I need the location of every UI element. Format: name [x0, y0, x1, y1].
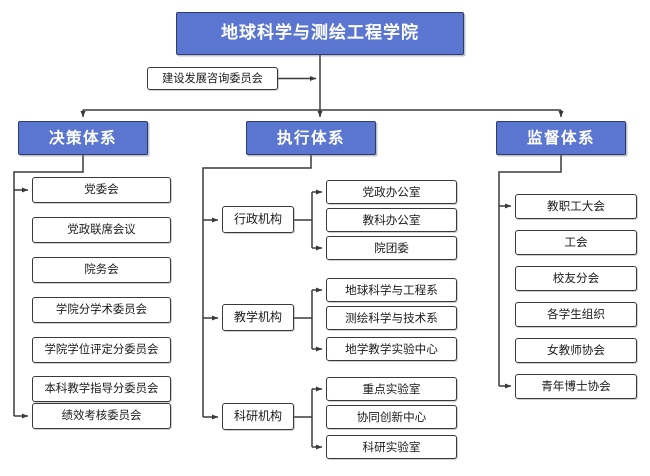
advisory-committee-label: 建设发展咨询委员会 [162, 71, 263, 85]
supervision-item-1[interactable]: 工会 [515, 230, 637, 255]
administrative-item-2-label: 院团委 [374, 240, 409, 255]
execution-group-research[interactable]: 科研机构 [222, 403, 294, 430]
teaching-item-0[interactable]: 地球科学与工程系 [326, 278, 457, 302]
execution-group-teaching-label: 教学机构 [233, 310, 282, 325]
section-header-execution-label: 执行体系 [276, 128, 345, 147]
section-header-supervision[interactable]: 监督体系 [496, 121, 626, 155]
decision-item-6-label: 绩效考核委员会 [61, 408, 142, 423]
decision-item-5-label: 本科教学指导分委员会 [44, 381, 159, 396]
supervision-item-3-label: 各学生组织 [547, 307, 605, 322]
execution-group-administrative-label: 行政机构 [233, 212, 282, 227]
supervision-item-3[interactable]: 各学生组织 [515, 302, 637, 327]
research-item-0-label: 重点实验室 [362, 381, 421, 396]
section-header-decision-label: 决策体系 [48, 128, 117, 147]
supervision-item-0-label: 教职工大会 [547, 199, 605, 214]
teaching-item-2[interactable]: 地学教学实验中心 [326, 337, 457, 361]
decision-item-0[interactable]: 党委会 [32, 177, 171, 203]
research-item-2[interactable]: 科研实验室 [326, 435, 457, 459]
supervision-item-2[interactable]: 校友分会 [515, 266, 637, 291]
administrative-item-2[interactable]: 院团委 [326, 236, 457, 260]
research-item-1[interactable]: 协同创新中心 [326, 405, 457, 429]
teaching-item-1-label: 测绘科学与技术系 [345, 310, 438, 325]
administrative-item-1-label: 教科办公室 [362, 212, 421, 227]
execution-group-teaching[interactable]: 教学机构 [222, 304, 294, 331]
decision-item-0-label: 党委会 [84, 182, 119, 197]
supervision-item-0[interactable]: 教职工大会 [515, 194, 637, 219]
research-item-2-label: 科研实验室 [362, 439, 421, 454]
supervision-item-1-label: 工会 [564, 235, 588, 250]
section-header-decision[interactable]: 决策体系 [18, 121, 148, 155]
decision-item-2-label: 院务会 [84, 262, 119, 277]
decision-item-4-label: 学院学位评定分委员会 [44, 342, 159, 357]
administrative-item-0-label: 党政办公室 [362, 184, 421, 199]
section-header-supervision-label: 监督体系 [526, 128, 595, 147]
teaching-item-1[interactable]: 测绘科学与技术系 [326, 306, 457, 330]
decision-item-3-label: 学院分学术委员会 [55, 302, 148, 317]
administrative-item-1[interactable]: 教科办公室 [326, 208, 457, 232]
advisory-committee-node[interactable]: 建设发展咨询委员会 [147, 67, 278, 90]
execution-group-research-label: 科研机构 [233, 409, 282, 424]
decision-item-1-label: 党政联席会议 [67, 222, 136, 237]
root-label: 地球科学与测绘工程学院 [221, 22, 419, 43]
teaching-item-0-label: 地球科学与工程系 [345, 282, 438, 297]
decision-item-1[interactable]: 党政联席会议 [32, 217, 171, 243]
decision-item-4[interactable]: 学院学位评定分委员会 [32, 337, 171, 363]
decision-item-6[interactable]: 绩效考核委员会 [32, 403, 171, 429]
supervision-item-4[interactable]: 女教师协会 [515, 338, 637, 363]
decision-item-5[interactable]: 本科教学指导分委员会 [32, 376, 171, 402]
research-item-0[interactable]: 重点实验室 [326, 377, 457, 401]
decision-item-3[interactable]: 学院分学术委员会 [32, 297, 171, 323]
decision-item-2[interactable]: 院务会 [32, 257, 171, 283]
supervision-item-4-label: 女教师协会 [547, 343, 605, 358]
research-item-1-label: 协同创新中心 [356, 409, 427, 424]
supervision-item-5-label: 青年博士协会 [541, 379, 611, 394]
supervision-item-5[interactable]: 青年博士协会 [515, 374, 637, 399]
teaching-item-2-label: 地学教学实验中心 [345, 341, 438, 356]
administrative-item-0[interactable]: 党政办公室 [326, 180, 457, 204]
execution-group-administrative[interactable]: 行政机构 [222, 206, 294, 233]
root-node[interactable]: 地球科学与测绘工程学院 [176, 12, 464, 55]
supervision-item-2-label: 校友分会 [552, 271, 600, 286]
section-header-execution[interactable]: 执行体系 [246, 121, 376, 155]
